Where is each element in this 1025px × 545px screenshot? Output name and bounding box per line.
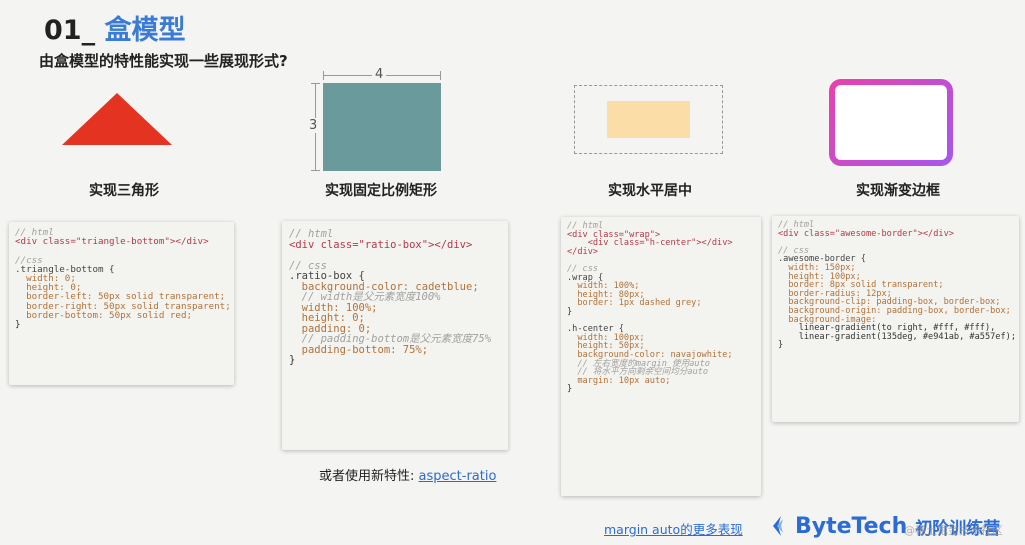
code-line: border: 8px solid transparent;: [778, 280, 944, 291]
triangle-demo: [62, 93, 172, 145]
ratio-demo: 4 3: [306, 67, 447, 178]
code-line: background-clip: padding-box, border-box…: [778, 297, 1001, 308]
code-line: border-radius: 12px;: [778, 288, 892, 299]
aspect-ratio-prefix: 或者使用新特性:: [319, 469, 415, 484]
h-center-demo: [607, 101, 690, 138]
code-line: width: 0;: [15, 272, 76, 284]
ratio-code-block: // html<div class="ratio-box"></div> // …: [282, 221, 508, 450]
ratio-box: [323, 83, 441, 171]
slide-title: 01_ 盒模型: [44, 8, 185, 47]
slide-subtitle: 由盒模型的特性能实现一些展现形式?: [39, 52, 288, 70]
code-line: // css: [567, 263, 599, 274]
watermark: @稀土掘金技术社区: [904, 524, 1003, 537]
triangle-code-block: // html<div class="triangle-bottom"></di…: [9, 222, 234, 385]
code-line: // 左右宽度的margin 使用auto: [567, 358, 710, 369]
code-line: background-origin: padding-box, border-b…: [778, 305, 1011, 316]
center-caption: 实现水平居中: [608, 183, 692, 199]
aspect-ratio-note: 或者使用新特性: aspect-ratio: [319, 465, 496, 484]
code-line: }: [778, 340, 784, 351]
code-line: border-bottom: 50px solid red;: [15, 309, 193, 321]
code-line: width: 150px;: [778, 262, 856, 273]
code-line: .triangle-bottom {: [15, 263, 115, 275]
code-line: .ratio-box {: [289, 270, 365, 282]
code-line: //css: [15, 254, 43, 266]
code-line: // width是父元素宽度100%: [289, 291, 441, 303]
width-dimension-label: 4: [372, 67, 387, 82]
code-line: <div class="wrap">: [567, 229, 661, 240]
code-line: // 将水平方向剩余空间均分auto: [567, 367, 709, 378]
code-line: background-image:: [778, 314, 877, 325]
code-line: .wrap {: [567, 272, 604, 283]
logo-subtitle: 初阶训练营: [915, 518, 1001, 539]
code-line: width: 100%;: [567, 281, 640, 292]
code-line: padding-bottom: 75%;: [289, 343, 429, 356]
code-line: padding: 0;: [289, 322, 372, 335]
code-line: border-left: 50px solid transparent;: [15, 291, 226, 303]
code-line: width: 100%;: [289, 301, 378, 314]
code-line: // html: [15, 227, 54, 238]
code-line: </div>: [567, 246, 599, 257]
gradient-border-demo: [829, 79, 953, 166]
code-line: // css: [289, 259, 327, 272]
code-line: }: [15, 318, 21, 330]
triangle-caption: 实现三角形: [89, 183, 159, 199]
code-line: linear-gradient(135deg, #e941ab, #a557ef…: [778, 331, 1016, 342]
code-line: .awesome-border {: [778, 254, 866, 265]
code-line: }: [289, 354, 296, 366]
aspect-ratio-link[interactable]: aspect-ratio: [418, 469, 497, 484]
margin-auto-link[interactable]: margin auto的更多表现: [604, 522, 743, 537]
code-line: }: [567, 384, 573, 395]
code-line: linear-gradient(to right, #fff, #fff),: [778, 323, 996, 334]
slide-heading: 盒模型: [104, 15, 186, 46]
code-line: // html: [289, 228, 334, 240]
code-line: margin: 10px auto;: [567, 375, 671, 386]
height-dimension-label: 3: [306, 118, 321, 133]
code-line: }: [567, 306, 573, 317]
center-code-block: // html<div class="wrap"> <div class="h-…: [561, 217, 761, 496]
code-line: <div class="triangle-bottom"></div>: [15, 236, 209, 248]
bytetech-logo-icon: [773, 516, 783, 536]
slide-number: 01_: [44, 15, 96, 46]
code-line: [15, 246, 228, 255]
wrap-demo: [574, 85, 723, 154]
code-line: // html: [567, 221, 604, 231]
code-line: border: 1px dashed grey;: [567, 298, 702, 309]
bytetech-logo: ByteTech 初阶训练营: [771, 510, 1021, 542]
code-line: [289, 250, 501, 261]
code-line: <div class="h-center"></div>: [567, 238, 733, 249]
code-line: height: 80px;: [567, 289, 645, 300]
code-line: border-right: 50px solid transparent;: [15, 300, 231, 312]
code-line: height: 50px;: [567, 341, 645, 352]
code-line: height: 0;: [289, 312, 365, 324]
ratio-caption: 实现固定比例矩形: [325, 183, 437, 199]
code-line: <div class="ratio-box"></div>: [289, 238, 473, 251]
code-line: [778, 238, 1013, 247]
border-caption: 实现渐变边框: [856, 183, 940, 199]
code-line: height: 100px;: [778, 271, 861, 282]
code-line: width: 100px;: [567, 332, 645, 343]
code-line: background-color: navajowhite;: [567, 349, 733, 360]
logo-text: ByteTech: [795, 513, 908, 539]
code-line: .h-center {: [567, 324, 624, 335]
code-line: background-color: cadetblue;: [289, 280, 479, 293]
code-line: // css: [778, 245, 810, 256]
code-line: height: 0;: [15, 282, 82, 294]
code-line: // html: [778, 220, 815, 230]
code-line: // padding-bottom是父元素宽度75%: [289, 333, 492, 345]
border-code-block: // html<div class="awesome-border"></div…: [772, 216, 1019, 422]
code-line: <div class="awesome-border"></div>: [778, 228, 954, 239]
